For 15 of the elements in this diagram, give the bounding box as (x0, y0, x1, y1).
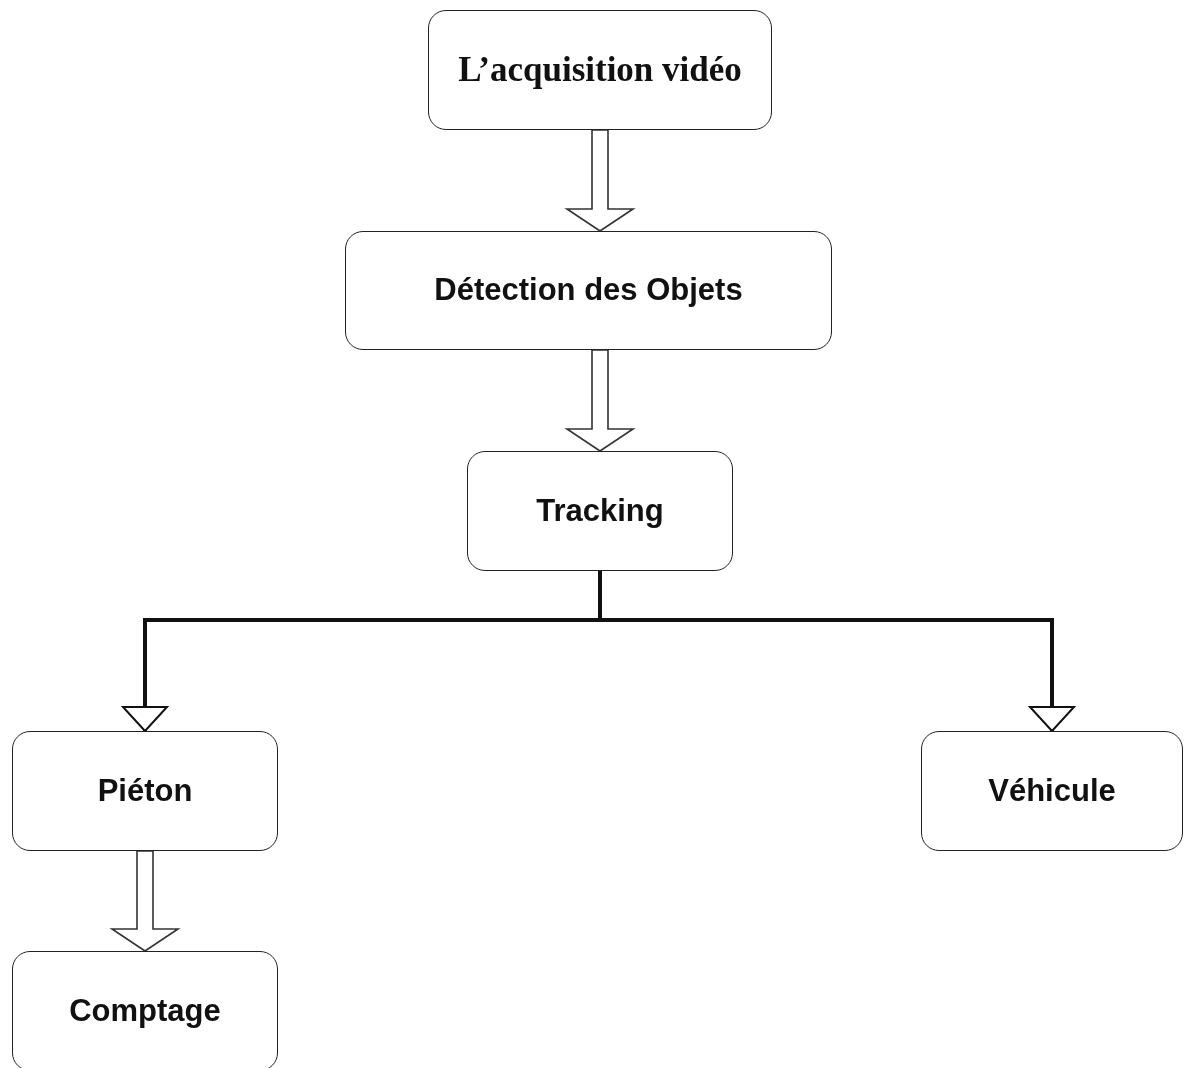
hollow-arrow (564, 349, 636, 452)
process-box (428, 10, 772, 130)
process-box (921, 731, 1183, 851)
box-label: Piéton (97, 771, 193, 810)
box-label: Tracking (536, 491, 664, 530)
box-label: Détection des Objets (434, 271, 743, 310)
hollow-arrow (109, 850, 181, 952)
process-box (12, 951, 278, 1068)
process-box (345, 231, 832, 350)
process-box (467, 451, 733, 571)
hollow-arrow (564, 129, 636, 232)
process-box (12, 731, 278, 851)
box-label: L’acquisition vidéo (458, 49, 742, 92)
box-label: Comptage (69, 991, 221, 1030)
box-label: Véhicule (988, 771, 1116, 810)
